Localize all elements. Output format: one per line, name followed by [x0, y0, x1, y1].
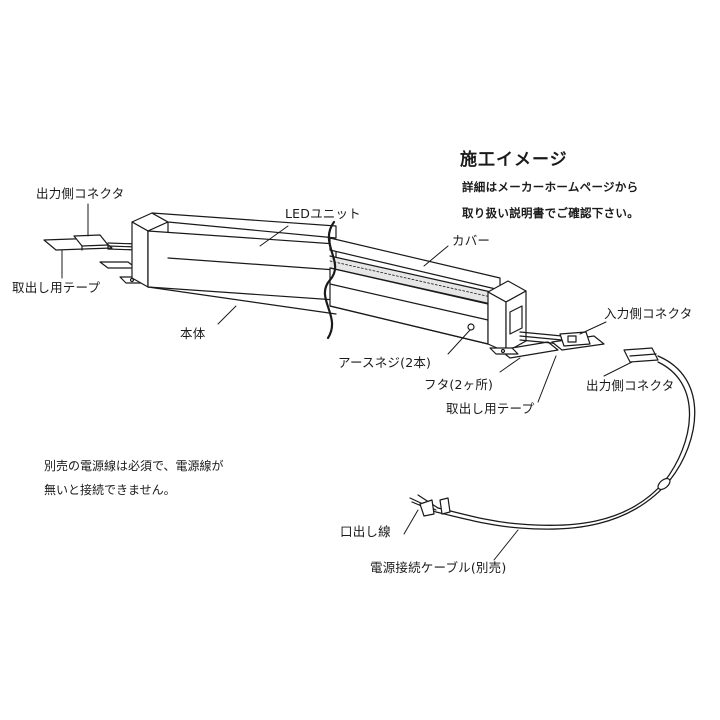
fixture-left-segment — [131, 212, 337, 315]
label-lid: フタ(2ヶ所) — [424, 377, 494, 392]
fixture-right-segment — [329, 237, 527, 353]
label-tape-right: 取出し用テープ — [446, 401, 535, 416]
heading-detail-line2: 取り扱い説明書でご確認下さい。 — [462, 206, 639, 220]
label-led-unit: LEDユニット — [285, 206, 361, 221]
break-line — [323, 220, 337, 340]
left-output-connector — [73, 234, 109, 251]
leader-lines — [61, 203, 633, 561]
power-cable-path — [435, 355, 696, 530]
label-input-connector: 入力側コネクタ — [604, 306, 693, 321]
label-lead-wire: 口出し線 — [340, 524, 391, 539]
note-line1: 別売の電源線は必須で、電源線が — [44, 459, 224, 473]
input-connector — [551, 331, 605, 351]
lead-wires — [409, 494, 451, 517]
label-output-connector-right: 出力側コネクタ — [586, 378, 675, 393]
page-title: 施工イメージ — [460, 150, 568, 170]
right-mount-bracket — [489, 347, 519, 355]
note-line2: 無いと接続できません。 — [44, 483, 176, 497]
cable-output-connector — [623, 347, 659, 363]
label-earth-screw: アースネジ(2本) — [338, 355, 432, 370]
label-power-cable: 電源接続ケーブル(別売) — [370, 560, 507, 575]
label-cover: カバー — [452, 233, 491, 248]
heading-detail-line1: 詳細はメーカーホームページから — [462, 180, 639, 194]
label-body: 本体 — [180, 326, 206, 341]
label-tape-left: 取出し用テープ — [12, 280, 101, 295]
label-output-connector-left: 出力側コネクタ — [36, 186, 125, 201]
